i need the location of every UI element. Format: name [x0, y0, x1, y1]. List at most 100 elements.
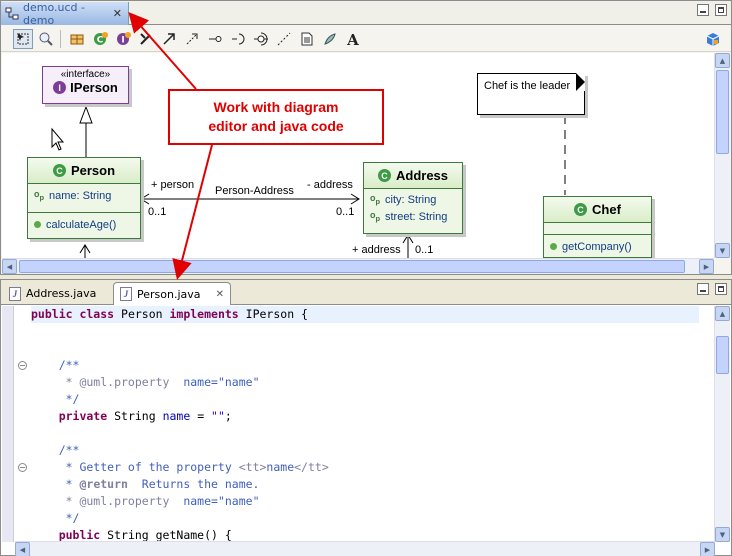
code-line: * @return Returns the name. — [31, 477, 260, 491]
note-icon[interactable] — [297, 29, 317, 49]
scroll-up-icon[interactable]: ▲ — [715, 306, 730, 321]
scroll-left-icon[interactable]: ◀ — [15, 542, 30, 556]
close-icon[interactable]: ✕ — [215, 288, 224, 300]
overview-ruler — [2, 306, 14, 542]
code-line: public class Person implements IPerson { — [31, 306, 699, 323]
method-icon — [34, 221, 41, 228]
class-icon: C — [574, 203, 588, 216]
class-icon: C — [377, 169, 391, 182]
scroll-down-icon[interactable]: ▼ — [715, 243, 730, 258]
lollipop-icon[interactable] — [228, 29, 248, 49]
maximize-icon[interactable] — [715, 4, 727, 16]
code-line — [31, 340, 699, 357]
code-vertical-scrollbar[interactable]: ▲ ▼ — [714, 306, 730, 542]
code-line: */ — [31, 511, 80, 525]
field-name: city: String — [385, 193, 437, 206]
class-address[interactable]: C Address op city: String op street: String — [363, 162, 463, 234]
scroll-down-icon[interactable]: ▼ — [715, 527, 730, 542]
scroll-up-icon[interactable]: ▲ — [715, 53, 730, 68]
minimize-icon[interactable] — [697, 4, 709, 16]
multiplicity-label: 0..1 — [336, 206, 355, 218]
diagram-tab-bar: demo.ucd - demo ✕ — [1, 0, 731, 27]
code-line: /** — [31, 443, 80, 457]
tab-demo-ucd[interactable]: demo.ucd - demo ✕ — [1, 0, 129, 27]
java-tab-bar: J Address.java J Person.java ✕ — [1, 280, 731, 305]
zoom-icon[interactable] — [36, 29, 56, 49]
diagram-vertical-scrollbar[interactable]: ▲ ▼ — [714, 53, 730, 258]
required-interface-icon[interactable] — [251, 29, 271, 49]
code-line — [31, 323, 699, 340]
multiplicity-label: 0..1 — [415, 244, 434, 256]
diagram-editor-pane: demo.ucd - demo ✕ C I — [0, 0, 732, 275]
role-label: + address — [352, 244, 401, 256]
package-icon[interactable] — [67, 29, 87, 49]
field-icon: op — [370, 193, 381, 206]
tab-label: Person.java — [137, 287, 201, 301]
association-icon[interactable] — [159, 29, 179, 49]
code-line — [31, 425, 699, 442]
minimize-icon[interactable] — [697, 283, 709, 295]
tab-address-java[interactable]: J Address.java — [3, 282, 109, 305]
code-line: * @uml.property name="name" — [31, 494, 260, 508]
realization-icon[interactable] — [205, 29, 225, 49]
interface-icon[interactable]: I — [113, 29, 133, 49]
class-name: IPerson — [70, 80, 118, 95]
comment-icon[interactable] — [320, 29, 340, 49]
interface-icon: I — [53, 81, 67, 94]
scroll-thumb[interactable] — [716, 336, 729, 374]
maximize-icon[interactable] — [715, 283, 727, 295]
svg-text:I: I — [121, 36, 124, 46]
class-name: Person — [70, 163, 116, 178]
role-label: - address — [307, 179, 353, 191]
svg-text:C: C — [97, 36, 104, 46]
class-person[interactable]: C Person op name: String calculateAge() — [27, 157, 141, 239]
code-line: * Getter of the property <tt>name</tt> — [31, 460, 329, 474]
palette-icon[interactable] — [703, 29, 723, 49]
method-name: getCompany() — [562, 240, 632, 253]
fold-collapse-icon[interactable]: − — [18, 463, 27, 472]
field-name: street: String — [385, 210, 448, 223]
code-line: /** — [31, 358, 80, 372]
class-icon[interactable]: C — [90, 29, 110, 49]
code-editor[interactable]: public class Person implements IPerson {… — [31, 306, 699, 542]
select-tool-icon[interactable] — [13, 29, 33, 49]
role-label: + person — [151, 179, 195, 191]
folding-column: − − — [15, 306, 29, 542]
field-icon: op — [370, 210, 381, 223]
scroll-thumb[interactable] — [716, 70, 729, 154]
method-icon — [550, 243, 557, 250]
field-icon: op — [34, 189, 45, 202]
class-name: Chef — [592, 202, 621, 217]
scroll-right-icon[interactable]: ▶ — [700, 542, 715, 556]
note-text: Chef is the leader — [484, 80, 571, 92]
diagram-horizontal-scrollbar[interactable]: ◀ ▶ — [2, 258, 714, 274]
text-icon[interactable]: A — [343, 29, 363, 49]
code-line: */ — [31, 392, 80, 406]
dependency-icon[interactable] — [136, 29, 156, 49]
note-chef[interactable]: Chef is the leader — [477, 73, 585, 115]
callout-line: editor and java code — [208, 118, 344, 134]
class-name: Address — [395, 168, 449, 183]
tab-label: Address.java — [26, 287, 97, 300]
association-name: Person-Address — [215, 185, 294, 197]
class-chef[interactable]: C Chef getCompany() — [543, 196, 652, 258]
field-name: name: String — [49, 189, 112, 202]
java-editor-pane: J Address.java J Person.java ✕ − − publi… — [0, 279, 732, 556]
close-icon[interactable]: ✕ — [112, 7, 122, 20]
scroll-thumb[interactable] — [19, 260, 685, 273]
tab-title: demo.ucd - demo — [23, 0, 85, 27]
generalization-icon[interactable] — [182, 29, 202, 49]
class-icon: C — [52, 164, 66, 177]
fold-collapse-icon[interactable]: − — [18, 361, 27, 370]
scroll-left-icon[interactable]: ◀ — [2, 259, 17, 274]
scroll-right-icon[interactable]: ▶ — [699, 259, 714, 274]
multiplicity-label: 0..1 — [148, 206, 167, 218]
method-name: calculateAge() — [46, 218, 117, 231]
java-file-icon: J — [9, 286, 21, 301]
tab-person-java[interactable]: J Person.java ✕ — [113, 282, 231, 305]
note-connector-icon[interactable] — [274, 29, 294, 49]
code-horizontal-scrollbar[interactable]: ◀ ▶ — [15, 541, 715, 556]
